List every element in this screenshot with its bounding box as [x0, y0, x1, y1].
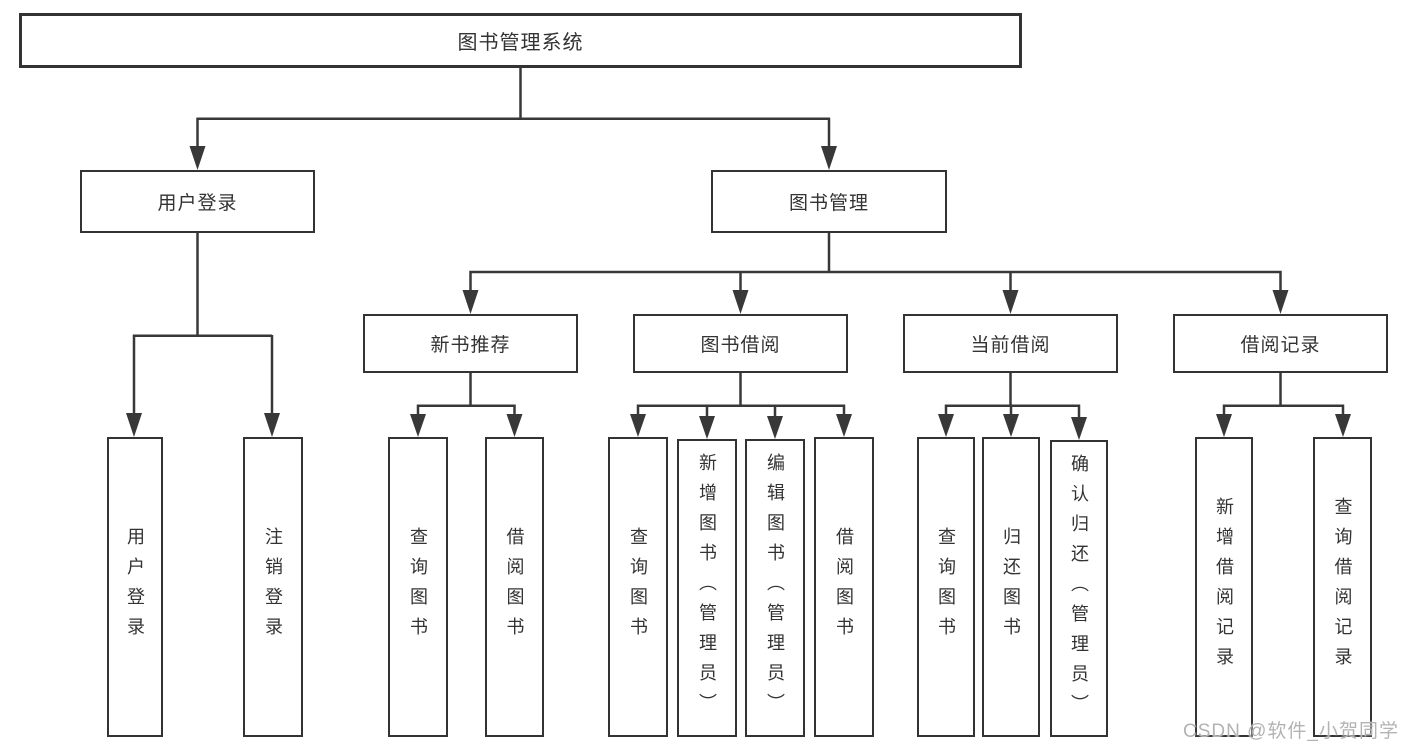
- node-new-book-recommend-label: 新书推荐: [430, 335, 511, 356]
- arrowhead: [630, 414, 646, 437]
- arrowhead: [836, 414, 852, 437]
- connector-user-login-to-leaves: [126, 233, 280, 437]
- connector-book-management-to-level3: [462, 233, 1289, 314]
- node-book-management: 图书管理: [711, 170, 947, 233]
- connector-borrowing-records-to-leaves: [1216, 373, 1351, 437]
- arrowhead: [821, 146, 837, 170]
- connector-book-borrowing-to-leaves: [630, 373, 852, 439]
- leaf-query-books-2-label: 查询图书: [628, 527, 648, 647]
- leaf-borrow-books-2-label: 借阅图书: [834, 527, 854, 647]
- leaf-borrow-books-1-label: 借阅图书: [504, 527, 525, 647]
- node-new-book-recommend: 新书推荐: [363, 314, 578, 373]
- leaf-return-books-label: 归还图书: [1001, 527, 1021, 647]
- arrowhead: [1216, 414, 1232, 437]
- leaf-add-book-admin: 新增图书（管理员）: [677, 439, 737, 737]
- arrowhead: [189, 146, 206, 170]
- leaf-user-login: 用户登录: [107, 437, 163, 737]
- arrowhead: [506, 414, 523, 437]
- leaf-borrow-books-2: 借阅图书: [814, 437, 874, 737]
- arrowhead: [1003, 414, 1019, 437]
- node-user-login: 用户登录: [80, 170, 315, 233]
- arrowhead: [767, 416, 783, 439]
- leaf-edit-book-admin-label: 编辑图书（管理员）: [765, 453, 785, 723]
- node-current-borrowing-label: 当前借阅: [970, 335, 1051, 356]
- node-borrowing-records: 借阅记录: [1173, 314, 1388, 373]
- arrowhead: [462, 290, 479, 314]
- node-current-borrowing: 当前借阅: [903, 314, 1118, 373]
- leaf-query-books-1: 查询图书: [388, 437, 448, 737]
- leaf-edit-book-admin: 编辑图书（管理员）: [745, 439, 805, 737]
- connector-root-to-level2: [189, 68, 837, 170]
- arrowhead: [938, 414, 954, 437]
- leaf-query-borrow-record-label: 查询借阅记录: [1332, 497, 1353, 677]
- arrowhead: [732, 290, 749, 314]
- leaf-add-borrow-record: 新增借阅记录: [1195, 437, 1253, 737]
- connector-new-book-recommend-to-leaves: [410, 373, 523, 437]
- leaf-query-books-3: 查询图书: [917, 437, 975, 737]
- arrowhead: [1071, 417, 1087, 440]
- leaf-logout-label: 注销登录: [263, 527, 283, 647]
- leaf-return-books: 归还图书: [982, 437, 1040, 737]
- arrowhead: [410, 414, 426, 437]
- node-root: 图书管理系统: [19, 13, 1022, 68]
- node-book-borrowing: 图书借阅: [633, 314, 848, 373]
- leaf-add-book-admin-label: 新增图书（管理员）: [697, 453, 717, 723]
- node-root-label: 图书管理系统: [457, 32, 584, 54]
- csdn-watermark: CSDN @软件_小贺同学: [1183, 721, 1399, 742]
- leaf-user-login-label: 用户登录: [125, 527, 145, 647]
- leaf-confirm-return-admin: 确认归还（管理员）: [1050, 440, 1108, 737]
- arrowhead: [1335, 414, 1351, 437]
- arrowhead: [1272, 290, 1289, 314]
- arrowhead: [1002, 290, 1019, 314]
- leaf-logout: 注销登录: [243, 437, 303, 737]
- leaf-query-books-3-label: 查询图书: [936, 527, 956, 647]
- leaf-query-books-2: 查询图书: [608, 437, 668, 737]
- node-book-management-label: 图书管理: [788, 193, 869, 214]
- leaf-query-borrow-record: 查询借阅记录: [1313, 437, 1372, 737]
- leaf-add-borrow-record-label: 新增借阅记录: [1214, 497, 1234, 677]
- node-borrowing-records-label: 借阅记录: [1240, 335, 1321, 356]
- leaf-confirm-return-admin-label: 确认归还（管理员）: [1069, 453, 1089, 724]
- node-book-borrowing-label: 图书借阅: [700, 335, 781, 356]
- connector-current-borrowing-to-leaves: [938, 373, 1087, 440]
- arrowhead: [126, 413, 142, 437]
- leaf-query-books-1-label: 查询图书: [408, 527, 428, 647]
- arrowhead: [264, 413, 280, 437]
- arrowhead: [699, 416, 715, 439]
- leaf-borrow-books-1: 借阅图书: [485, 437, 544, 737]
- node-user-login-label: 用户登录: [157, 193, 238, 214]
